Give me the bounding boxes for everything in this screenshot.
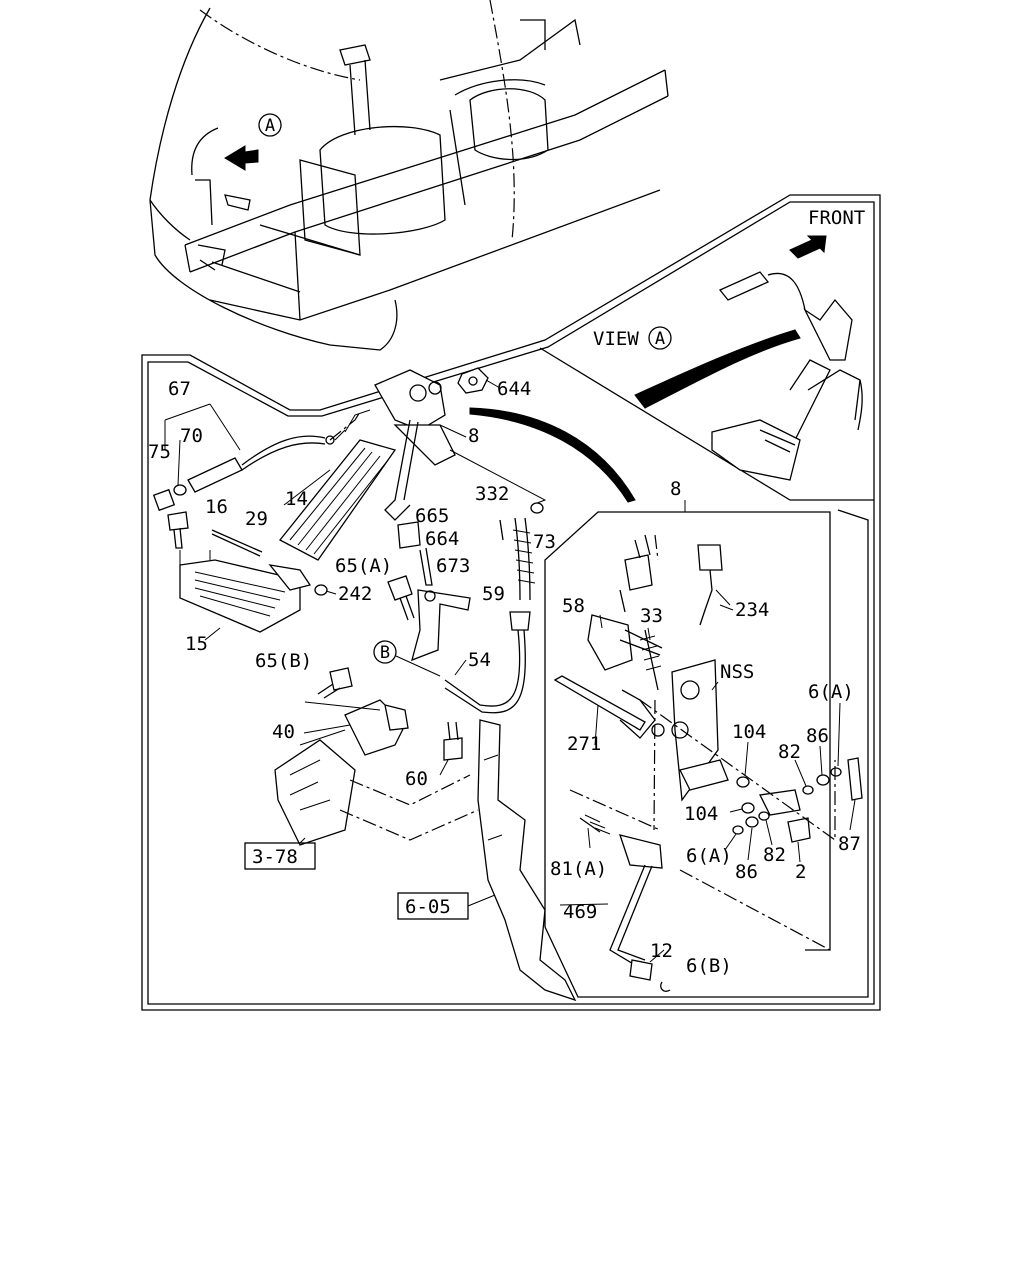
chassis-overview-drawing: [149, 0, 669, 351]
label-665: 665: [415, 505, 449, 527]
label-75: 75: [148, 441, 171, 463]
label-70: 70: [180, 425, 203, 447]
label-65a: 65(A): [335, 555, 392, 577]
label-33: 33: [640, 605, 663, 627]
part-label: B: [380, 643, 390, 663]
label-234: 234: [735, 599, 769, 621]
part-number-labels: 67 70 75 16 29 14 15 242 644 8 332 665 6…: [148, 378, 861, 977]
part-label: A: [655, 329, 665, 349]
label-104-a: 104: [732, 721, 766, 743]
label-469: 469: [563, 901, 597, 923]
label-3-78: 3-78: [252, 846, 298, 868]
part-label: FRONT: [808, 207, 865, 229]
label-6a-a: 6(A): [808, 681, 854, 703]
label-58: 58: [562, 595, 585, 617]
label-8-a: 8: [468, 425, 479, 447]
label-673: 673: [436, 555, 470, 577]
part-label: A: [265, 116, 275, 136]
label-82-a: 82: [778, 741, 801, 763]
label-67: 67: [168, 378, 191, 400]
label-60: 60: [405, 768, 428, 790]
callout-a-top: A: [258, 113, 282, 137]
label-86-b: 86: [735, 861, 758, 883]
label-nss: NSS: [720, 661, 754, 683]
label-271: 271: [567, 733, 601, 755]
label-82-b: 82: [763, 844, 786, 866]
label-14: 14: [285, 488, 308, 510]
label-8-b: 8: [670, 478, 681, 500]
label-40: 40: [272, 721, 295, 743]
leader-lines: [204, 379, 856, 963]
pedal-assembly-left: B: [152, 367, 636, 1002]
label-6a-b: 6(A): [686, 845, 732, 867]
label-29: 29: [245, 508, 268, 530]
label-65b: 65(B): [255, 650, 312, 672]
label-86-a: 86: [806, 725, 829, 747]
label-664: 664: [425, 528, 459, 550]
label-644: 644: [497, 378, 531, 400]
label-87: 87: [838, 833, 861, 855]
front-arrow-icon: [789, 235, 827, 259]
ref-box-3-78: [244, 842, 316, 870]
detail-8-inset: [544, 500, 869, 998]
label-332: 332: [475, 483, 509, 505]
label-15: 15: [185, 633, 208, 655]
label-6b: 6(B): [686, 955, 732, 977]
label-6-05: 6-05: [405, 896, 451, 918]
main-diagram-frame: [141, 194, 881, 1011]
label-16: 16: [205, 496, 228, 518]
part-label: VIEW: [593, 328, 639, 350]
label-54: 54: [468, 649, 491, 671]
label-73: 73: [533, 531, 556, 553]
label-81a: 81(A): [550, 858, 607, 880]
view-a-direction-arrow: [224, 145, 259, 171]
label-59: 59: [482, 583, 505, 605]
view-a-inset: FRONT VIEW A: [593, 207, 865, 481]
label-104-b: 104: [684, 803, 718, 825]
label-2: 2: [795, 861, 806, 883]
label-242: 242: [338, 583, 372, 605]
